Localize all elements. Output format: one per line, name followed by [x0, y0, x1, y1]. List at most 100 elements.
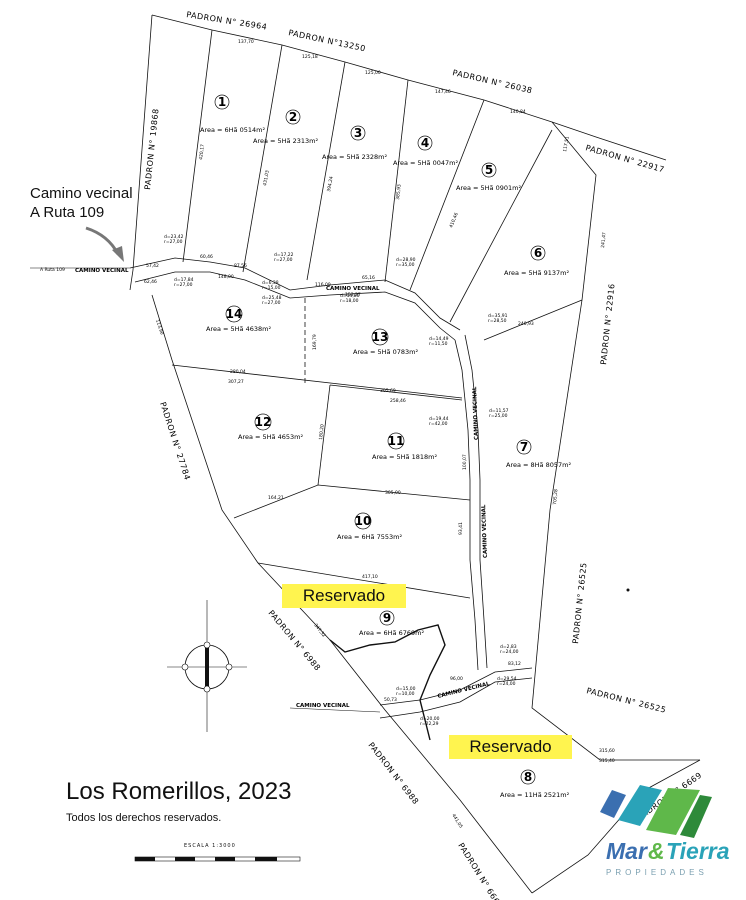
svg-text:d=17,22: d=17,22 [274, 252, 294, 258]
svg-text:5: 5 [485, 163, 493, 177]
svg-text:d=15,00: d=15,00 [396, 686, 416, 692]
svg-text:r=27,00: r=27,00 [262, 300, 281, 306]
svg-text:7: 7 [520, 440, 528, 454]
padron-6988-a: PADRON N° 6988 [266, 609, 322, 673]
svg-text:305,69: 305,69 [380, 388, 396, 394]
div-6-road [449, 129, 553, 323]
svg-text:180,20: 180,20 [318, 424, 326, 440]
camino-vecinal-north: CAMINO VECINAL [326, 286, 380, 292]
road-a-ruta: A Ruta 109 [40, 267, 65, 273]
svg-text:11: 11 [388, 434, 405, 448]
logo-stripe-3 [646, 788, 700, 835]
svg-text:62,46: 62,46 [144, 279, 157, 285]
scale-label: ESCALA 1:3000 [184, 843, 236, 849]
compass-n-marker [203, 641, 211, 649]
road-vertical-left [454, 339, 479, 671]
div-4-5 [384, 79, 409, 283]
svg-text:d=2,83: d=2,83 [500, 644, 517, 650]
road-labels: A Ruta 109 CAMINO VECINAL CAMINO VECINAL… [40, 267, 491, 709]
svg-text:6: 6 [534, 246, 542, 260]
svg-text:r=24,00: r=24,00 [497, 681, 516, 687]
callout-line-2: A Ruta 109 [30, 204, 105, 221]
svg-text:307,27: 307,27 [228, 379, 244, 385]
div-12-11 [317, 384, 331, 486]
svg-text:Area = 8Hã 8057m²: Area = 8Hã 8057m² [506, 461, 571, 469]
padron-27784: PADRON N° 27784 [158, 401, 192, 482]
svg-text:d=25,48: d=25,48 [262, 295, 282, 301]
brand-subtitle: PROPIEDADES [606, 868, 708, 877]
svg-text:164,21: 164,21 [268, 495, 284, 501]
padron-6988-b: PADRON N° 6988 [366, 741, 420, 807]
div-10-9 [257, 562, 471, 599]
callout-line-1: Camino vecinal [30, 185, 133, 202]
road-south-bottom [379, 677, 533, 719]
svg-text:113,90: 113,90 [154, 319, 165, 336]
svg-text:347,32: 347,32 [312, 623, 327, 639]
svg-text:r=35,00: r=35,00 [396, 262, 415, 268]
camino-vecinal-west: CAMINO VECINAL [75, 268, 129, 274]
div-12-10 [233, 484, 471, 519]
compass [167, 600, 247, 732]
logo-stripe-2 [618, 785, 662, 826]
road-southwest [289, 707, 381, 713]
svg-text:Area = 5Hã 4653m²: Area = 5Hã 4653m² [238, 433, 303, 441]
div-14-12 [171, 364, 463, 399]
svg-text:258,46: 258,46 [390, 398, 406, 404]
svg-text:305,00: 305,00 [385, 490, 401, 496]
scale-seg-1 [135, 857, 155, 861]
padron-26964: PADRON N° 26964 [186, 10, 268, 32]
svg-text:417,10: 417,10 [362, 574, 378, 580]
brand-word-mar: Mar [606, 838, 647, 864]
road-north-top [129, 257, 461, 331]
div-1-2 [182, 29, 213, 263]
logo-stripe-4 [680, 795, 712, 838]
svg-text:Area = 6Hã 6769m²: Area = 6Hã 6769m² [359, 629, 424, 637]
svg-text:d=11,57: d=11,57 [489, 408, 509, 414]
svg-text:r=27,00: r=27,00 [274, 257, 293, 263]
svg-text:Area = 5Hã 2313m²: Area = 5Hã 2313m² [253, 137, 318, 145]
svg-text:d=19,44: d=19,44 [429, 416, 449, 422]
svg-text:137,70: 137,70 [238, 39, 254, 45]
svg-text:d=28,90: d=28,90 [396, 257, 416, 263]
west-boundary-south [151, 294, 259, 564]
callout-arrowhead [112, 246, 124, 262]
svg-text:83,12: 83,12 [508, 661, 521, 667]
padron-22917: PADRON N° 22917 [584, 143, 665, 174]
rights-notice: Todos los derechos reservados. [66, 812, 222, 824]
boundary-lines [30, 14, 701, 894]
svg-text:d=6,38: d=6,38 [262, 280, 279, 286]
creek [329, 624, 446, 741]
svg-text:125,18: 125,18 [302, 54, 318, 60]
div-5-6 [409, 99, 485, 291]
svg-text:50,73: 50,73 [384, 697, 397, 703]
svg-text:Area = 5Hã 0901m²: Area = 5Hã 0901m² [456, 184, 521, 192]
svg-text:57,42: 57,42 [146, 263, 159, 269]
svg-text:93,41: 93,41 [458, 522, 464, 535]
svg-text:9: 9 [383, 611, 391, 625]
svg-text:d=35,91: d=35,91 [488, 313, 508, 319]
svg-text:r=28,50: r=28,50 [488, 318, 507, 324]
curve-labels: d=23,42r=27,00 d=17,84r=27,00 d=17,22r=2… [164, 234, 519, 727]
svg-text:385,93: 385,93 [395, 184, 403, 200]
svg-text:410,46: 410,46 [448, 212, 460, 229]
svg-text:d=20,00: d=20,00 [420, 716, 440, 722]
camino-vecinal-callout: Camino vecinal A Ruta 109 [30, 184, 133, 222]
svg-text:8: 8 [524, 770, 532, 784]
svg-text:r=18,00: r=18,00 [340, 298, 359, 304]
brand-logo-mark [600, 785, 712, 838]
svg-text:Area = 6Hã 7553m²: Area = 6Hã 7553m² [337, 533, 402, 541]
svg-text:420,17: 420,17 [198, 144, 206, 160]
svg-text:315,40: 315,40 [599, 758, 615, 764]
svg-text:r=27,00: r=27,00 [164, 239, 183, 245]
